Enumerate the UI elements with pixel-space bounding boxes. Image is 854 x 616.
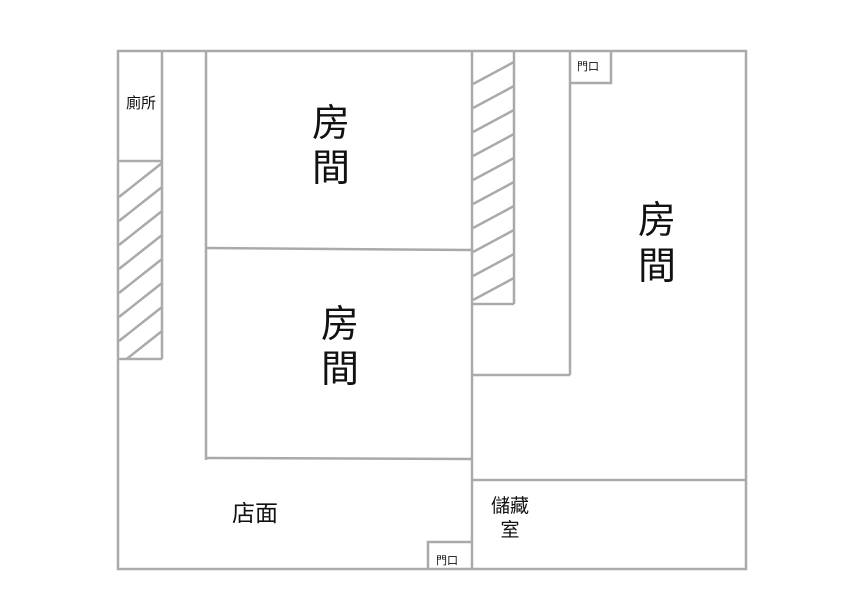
middle-rooms-bottom-wall bbox=[205, 456, 473, 461]
staircase-left bbox=[119, 162, 162, 359]
door-top-box bbox=[570, 51, 613, 85]
room-right-label-line2: 間 bbox=[638, 244, 676, 288]
middle-rooms-divider bbox=[205, 246, 473, 252]
door-bottom-box bbox=[426, 540, 472, 569]
room-top-middle-label-line1: 房 bbox=[312, 101, 350, 145]
room-lower-middle-label-line1: 房 bbox=[321, 302, 359, 346]
room-lower-middle-label-line2: 間 bbox=[321, 347, 359, 391]
storage-label-line1: 儲藏 bbox=[491, 495, 529, 517]
door-bottom-label: 門口 bbox=[436, 554, 458, 567]
storage-label-line2: 室 bbox=[500, 519, 519, 541]
room-top-middle-label-line2: 間 bbox=[312, 146, 350, 190]
door-top-label: 門口 bbox=[577, 60, 599, 73]
staircase-right bbox=[473, 60, 514, 302]
storefront-label: 店面 bbox=[232, 501, 278, 527]
walls bbox=[116, 49, 748, 571]
room-right-label-line1: 房 bbox=[638, 198, 676, 242]
toilet-label: 廁所 bbox=[126, 94, 156, 112]
outer-wall bbox=[116, 49, 748, 571]
